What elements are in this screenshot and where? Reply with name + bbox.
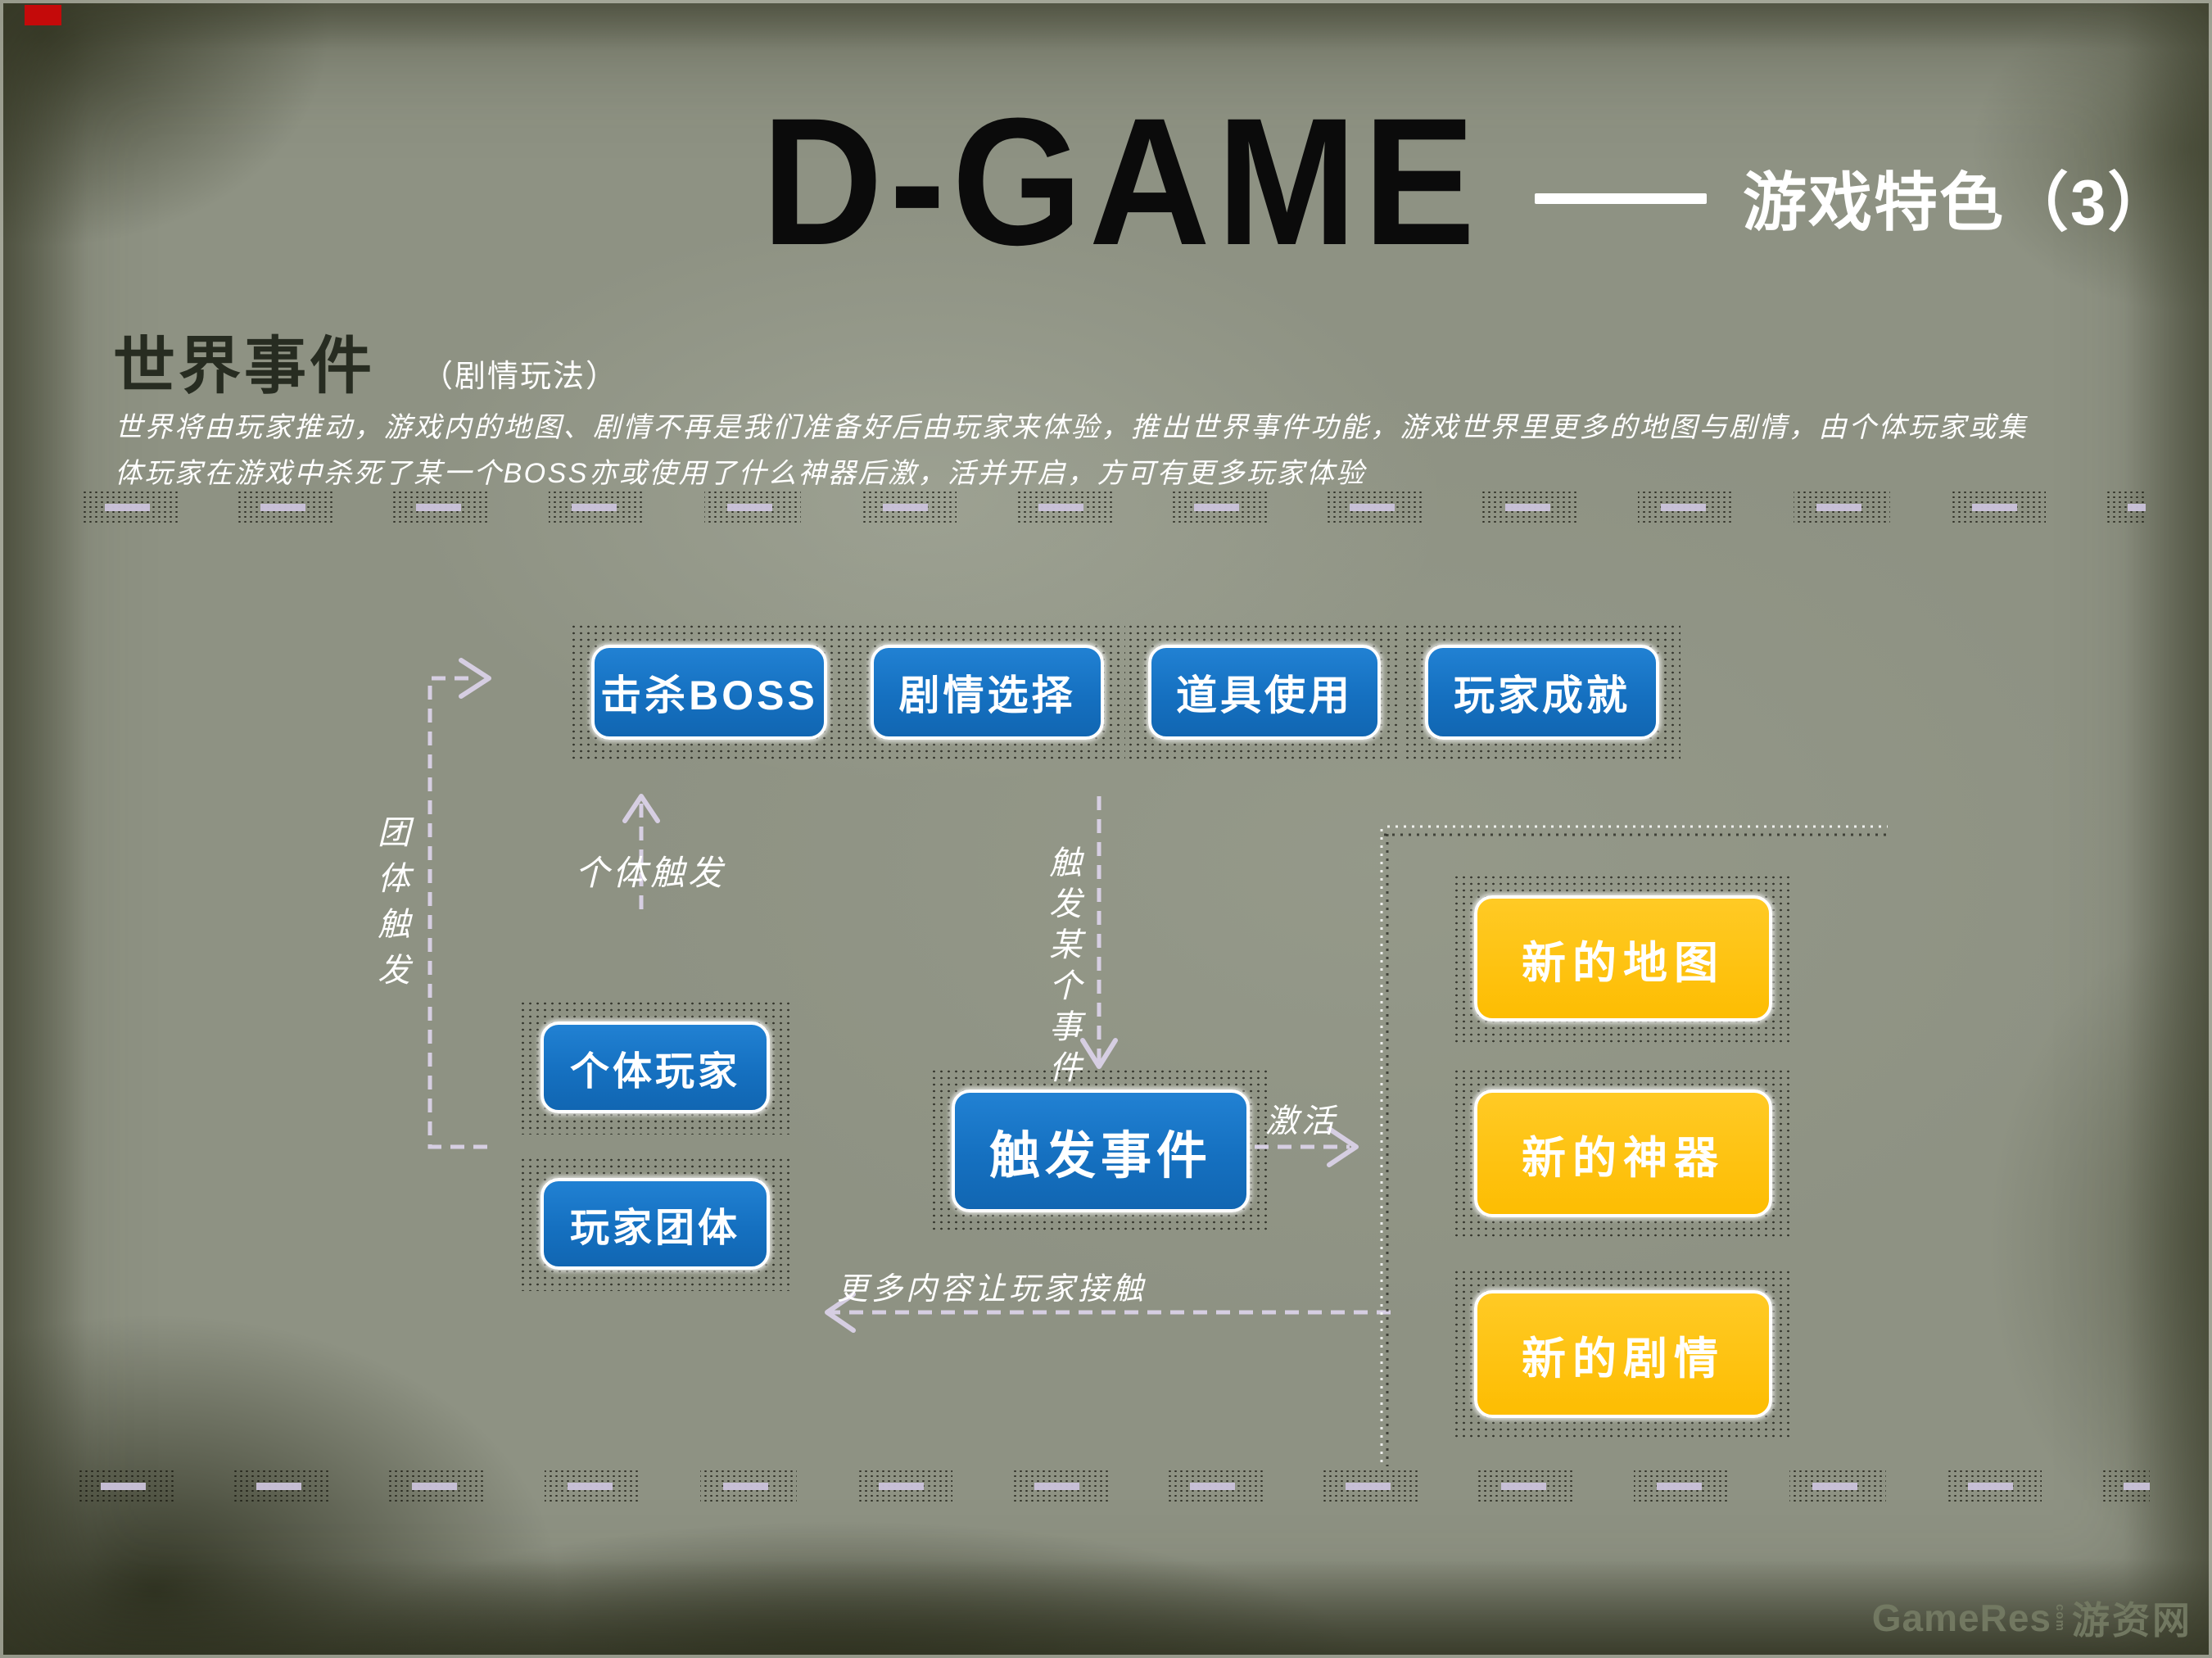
decorative-dotted-band-bottom [78, 1469, 2150, 1503]
node-individual-player-label: 个体玩家 [541, 1022, 770, 1113]
arrow-right-icon [459, 658, 491, 699]
node-item-use: 道具使用 [1127, 623, 1402, 761]
arrow-up-icon [622, 794, 660, 823]
label-group-trigger: 团体触发 [373, 815, 409, 999]
trigger-some-event-arrow [1080, 796, 1118, 1069]
label-trigger-some-event: 触发某个事件 [1044, 845, 1080, 1091]
watermark-tld: com [2053, 1604, 2067, 1632]
node-kill-boss-label: 击杀BOSS [591, 645, 827, 740]
label-more-content: 更多内容让玩家接触 [837, 1272, 1147, 1307]
node-new-artifact-label: 新的神器 [1474, 1089, 1772, 1217]
intro-paragraph-line-1: 世界将由玩家推动，游戏内的地图、剧情不再是我们准备好后由玩家来体验，推出世界事件… [115, 412, 2028, 443]
node-player-group-label: 玩家团体 [541, 1178, 770, 1270]
activate-arrow [1255, 1126, 1359, 1167]
page-title: D-GAME [762, 80, 1482, 283]
node-new-map-label: 新的地图 [1474, 895, 1772, 1022]
page-subtitle: 游戏特色（3） [1743, 166, 2174, 238]
individual-trigger-arrow [622, 794, 660, 909]
arrow-left-icon [825, 1292, 856, 1333]
section-title: 世界事件 [113, 332, 375, 401]
node-player-achievement: 玩家成就 [1404, 623, 1680, 761]
node-trigger-event-label: 触发事件 [952, 1089, 1250, 1212]
label-individual-trigger: 个体触发 [575, 854, 726, 892]
watermark-cn: 游资网 [2072, 1599, 2192, 1642]
arrow-down-icon [1080, 1038, 1118, 1069]
more-content-arrow [825, 1292, 1391, 1333]
node-new-artifact: 新的神器 [1453, 1068, 1794, 1239]
node-plot-choice-label: 剧情选择 [871, 645, 1104, 740]
watermark-brand: GameRes [1871, 1597, 2051, 1639]
node-kill-boss: 击杀BOSS [570, 623, 848, 761]
node-individual-player: 个体玩家 [519, 1000, 791, 1135]
node-new-map: 新的地图 [1453, 874, 1794, 1043]
node-player-achievement-label: 玩家成就 [1425, 645, 1659, 740]
group-trigger-path [427, 658, 491, 1149]
node-item-use-label: 道具使用 [1148, 645, 1381, 740]
intro-paragraph-line-2: 体玩家在游戏中杀死了某一个BOSS亦或使用了什么神器后激，活并开启，方可有更多玩… [115, 458, 1366, 489]
result-region-dotted-border [1380, 825, 1888, 1466]
title-dash-rule [1535, 193, 1707, 204]
node-new-plot-label: 新的剧情 [1474, 1290, 1772, 1418]
label-activate: 激活 [1265, 1103, 1337, 1139]
corner-red-mark [25, 5, 61, 25]
node-trigger-event: 触发事件 [930, 1068, 1271, 1234]
node-player-group: 玩家团体 [519, 1157, 791, 1291]
arrow-right-icon [1327, 1126, 1359, 1167]
node-new-plot: 新的剧情 [1453, 1269, 1794, 1439]
section-subtitle: （剧情玩法） [422, 360, 619, 394]
decorative-dotted-band-top [82, 490, 2146, 524]
watermark: GameRes com 游资网 [1872, 1591, 2192, 1645]
node-plot-choice: 剧情选择 [849, 623, 1125, 761]
